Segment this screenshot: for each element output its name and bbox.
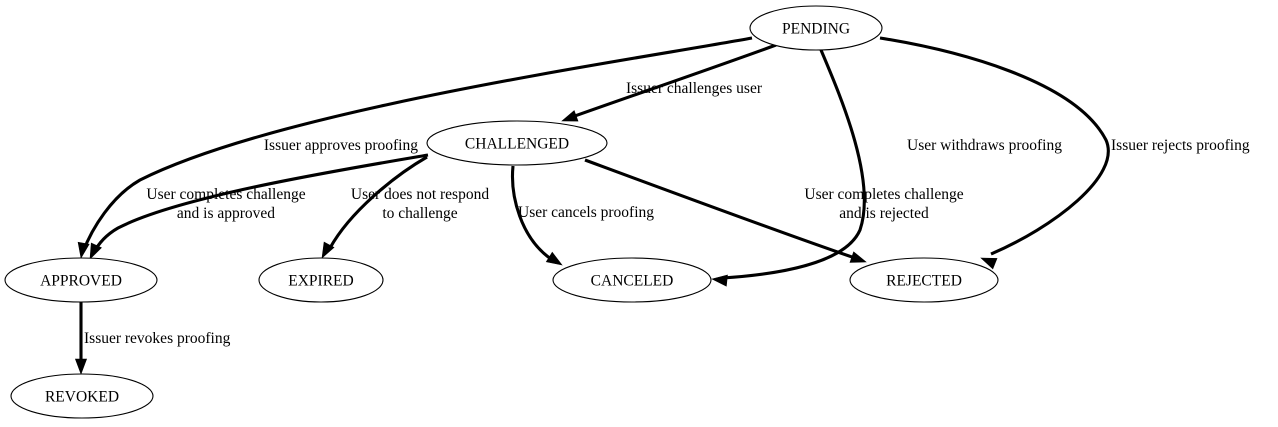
node-label-expired: EXPIRED bbox=[288, 273, 353, 290]
edge-label-approved-revoked: Issuer revokes proofing bbox=[84, 330, 231, 347]
node-challenged[interactable]: CHALLENGED bbox=[426, 120, 608, 166]
edge-challenged-rejected bbox=[584, 158, 867, 263]
edge-challenged-canceled bbox=[510, 165, 563, 266]
node-shape-approved[interactable] bbox=[4, 257, 158, 303]
node-label-pending: PENDING bbox=[782, 21, 850, 38]
edge-line-pending-approved bbox=[81, 36, 753, 253]
edge-line-pending-challenged bbox=[571, 43, 777, 119]
node-shape-pending[interactable] bbox=[749, 5, 883, 51]
edge-label-pending-approved: Issuer approves proofing bbox=[264, 137, 418, 154]
edge-pending-canceled bbox=[711, 49, 866, 287]
node-label-revoked: REVOKED bbox=[45, 389, 119, 406]
edge-line-challenged-canceled bbox=[510, 165, 552, 261]
edge-pending-challenged bbox=[561, 43, 777, 122]
edge-arrowhead-pending-challenged bbox=[561, 110, 579, 122]
node-expired[interactable]: EXPIRED bbox=[258, 257, 384, 303]
edge-label-pending-canceled: User withdraws proofing bbox=[907, 137, 1062, 154]
nodes-layer: PENDING CHALLENGED APPROVED EXPIRED CANCELED… bbox=[4, 5, 999, 419]
edge-label-pending-rejected: Issuer rejects proofing bbox=[1111, 137, 1250, 154]
node-label-rejected: REJECTED bbox=[886, 273, 962, 290]
edge-line-challenged-rejected bbox=[584, 158, 856, 260]
node-shape-revoked[interactable] bbox=[10, 373, 154, 419]
node-shape-canceled[interactable] bbox=[552, 257, 712, 303]
edge-arrowhead-approved-revoked bbox=[74, 358, 88, 375]
edge-line-challenged-expired bbox=[328, 155, 428, 249]
node-canceled[interactable]: CANCELED bbox=[552, 257, 712, 303]
edge-pending-approved bbox=[77, 36, 753, 259]
edges-layer bbox=[74, 36, 1110, 375]
node-pending[interactable]: PENDING bbox=[749, 5, 883, 51]
edge-challenged-approved bbox=[89, 153, 429, 260]
edge-line-pending-rejected bbox=[879, 36, 1110, 256]
node-rejected[interactable]: REJECTED bbox=[849, 257, 999, 303]
node-shape-rejected[interactable] bbox=[849, 257, 999, 303]
edge-approved-revoked bbox=[74, 302, 88, 375]
edge-arrowhead-challenged-canceled bbox=[545, 251, 563, 266]
edge-label-pending-challenged: Issuer challenges user bbox=[626, 80, 763, 97]
edge-line-challenged-approved bbox=[91, 153, 429, 255]
node-approved[interactable]: APPROVED bbox=[4, 257, 158, 303]
edge-challenged-expired bbox=[321, 155, 428, 259]
edge-arrowhead-challenged-expired bbox=[321, 241, 335, 259]
node-revoked[interactable]: REVOKED bbox=[10, 373, 154, 419]
edge-arrowhead-challenged-approved bbox=[89, 242, 102, 260]
edge-labels-layer: Issuer approves proofing Issuer challenge… bbox=[84, 80, 1250, 347]
edge-pending-rejected bbox=[879, 36, 1110, 270]
edge-arrowhead-challenged-rejected bbox=[849, 251, 867, 263]
edge-arrowhead-pending-canceled bbox=[711, 274, 728, 287]
node-label-approved: APPROVED bbox=[40, 273, 122, 290]
node-label-challenged: CHALLENGED bbox=[465, 136, 569, 153]
edge-label-challenged-canceled: User cancels proofing bbox=[518, 204, 654, 221]
edge-line-pending-canceled bbox=[722, 49, 866, 280]
edge-arrowhead-pending-approved bbox=[77, 241, 90, 259]
node-shape-expired[interactable] bbox=[258, 257, 384, 303]
edge-arrowhead-pending-rejected bbox=[980, 257, 998, 270]
node-label-canceled: CANCELED bbox=[591, 273, 674, 290]
node-shape-challenged[interactable] bbox=[426, 120, 608, 166]
